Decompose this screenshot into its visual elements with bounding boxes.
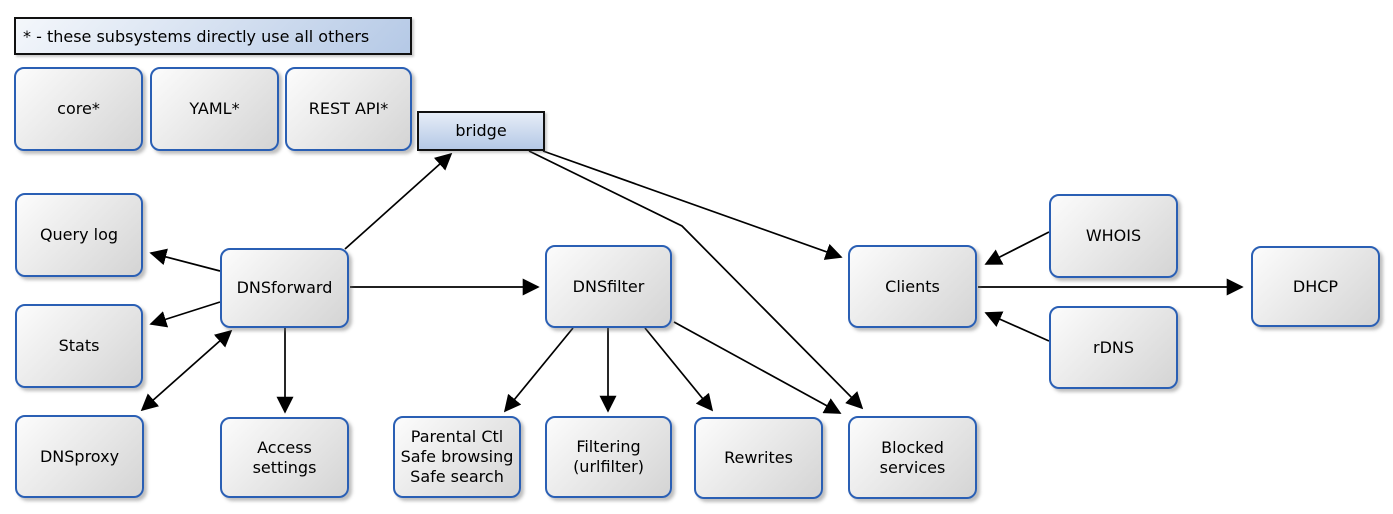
node-dnsfilter: DNSfilter xyxy=(545,245,672,328)
node-rest-api: REST API* xyxy=(285,67,412,151)
node-rdns: rDNS xyxy=(1049,306,1178,389)
edge-whois-clients xyxy=(984,231,1050,265)
node-yaml: YAML* xyxy=(150,67,279,151)
node-filtering: Filtering (urlfilter) xyxy=(545,416,672,498)
node-dnsforward: DNSforward xyxy=(220,248,349,328)
edge-dnsfilter-parental xyxy=(503,327,574,413)
node-query-log: Query log xyxy=(15,193,143,277)
node-parental-ctl: Parental Ctl Safe browsing Safe search xyxy=(393,416,521,498)
edge-dnsforward-querylog xyxy=(149,248,221,272)
node-stats: Stats xyxy=(15,304,143,388)
edge-dnsfilter-blocked xyxy=(673,321,842,414)
edge-rdns-clients xyxy=(984,311,1050,342)
edge-dnsfilter-rewrites xyxy=(644,327,714,412)
node-access-settings: Access settings xyxy=(220,417,349,498)
node-whois: WHOIS xyxy=(1049,194,1178,278)
node-core: core* xyxy=(14,67,143,151)
edge-dnsforward-bridge xyxy=(344,152,453,250)
edge-dnsforward-dnsproxy xyxy=(140,329,233,412)
node-dnsproxy: DNSproxy xyxy=(15,415,144,498)
node-bridge: bridge xyxy=(417,111,545,151)
node-blocked-services: Blocked services xyxy=(848,416,977,499)
edge-bridge-clients xyxy=(542,150,843,260)
legend-note: * - these subsystems directly use all ot… xyxy=(14,17,412,55)
edge-dnsforward-stats xyxy=(149,301,221,328)
node-dhcp: DHCP xyxy=(1251,246,1380,327)
node-clients: Clients xyxy=(848,245,977,328)
edge-bridge-blocked xyxy=(528,150,864,410)
node-rewrites: Rewrites xyxy=(694,417,823,499)
